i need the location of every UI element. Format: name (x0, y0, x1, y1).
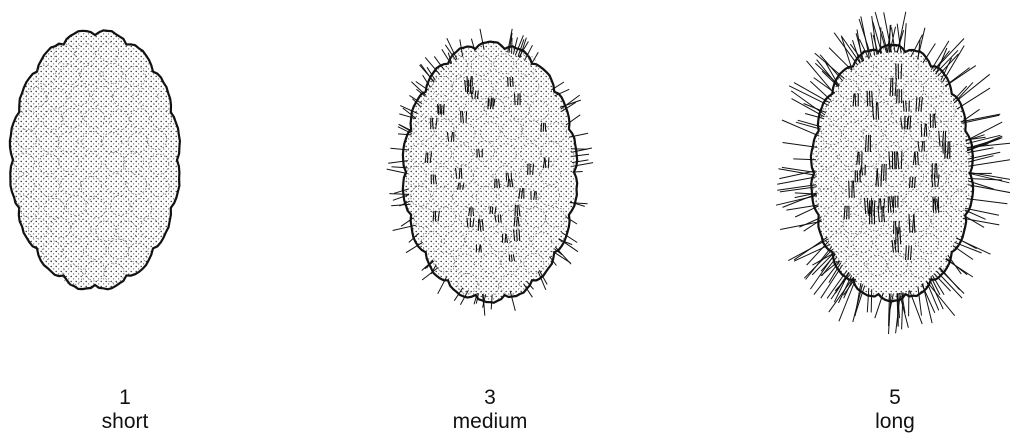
panel-long: 5 long (760, 0, 1010, 440)
panel-short: 1 short (0, 0, 320, 440)
label-medium: medium (410, 410, 570, 434)
label-short: short (45, 410, 205, 434)
caption-medium: 3 medium (410, 386, 570, 434)
panel-medium: 3 medium (320, 0, 680, 440)
fruit-body (403, 42, 577, 303)
label-long: long (815, 410, 975, 434)
fruit-body (811, 45, 973, 302)
score-1: 1 (45, 386, 205, 410)
caption-long: 5 long (815, 386, 975, 434)
fruit-body (10, 30, 180, 289)
score-5: 5 (815, 386, 975, 410)
fruit-illustration-medium (320, 0, 680, 340)
fruit-illustration-short (0, 0, 320, 340)
score-3: 3 (410, 386, 570, 410)
caption-short: 1 short (45, 386, 205, 434)
fruit-illustration-long (760, 0, 1010, 340)
